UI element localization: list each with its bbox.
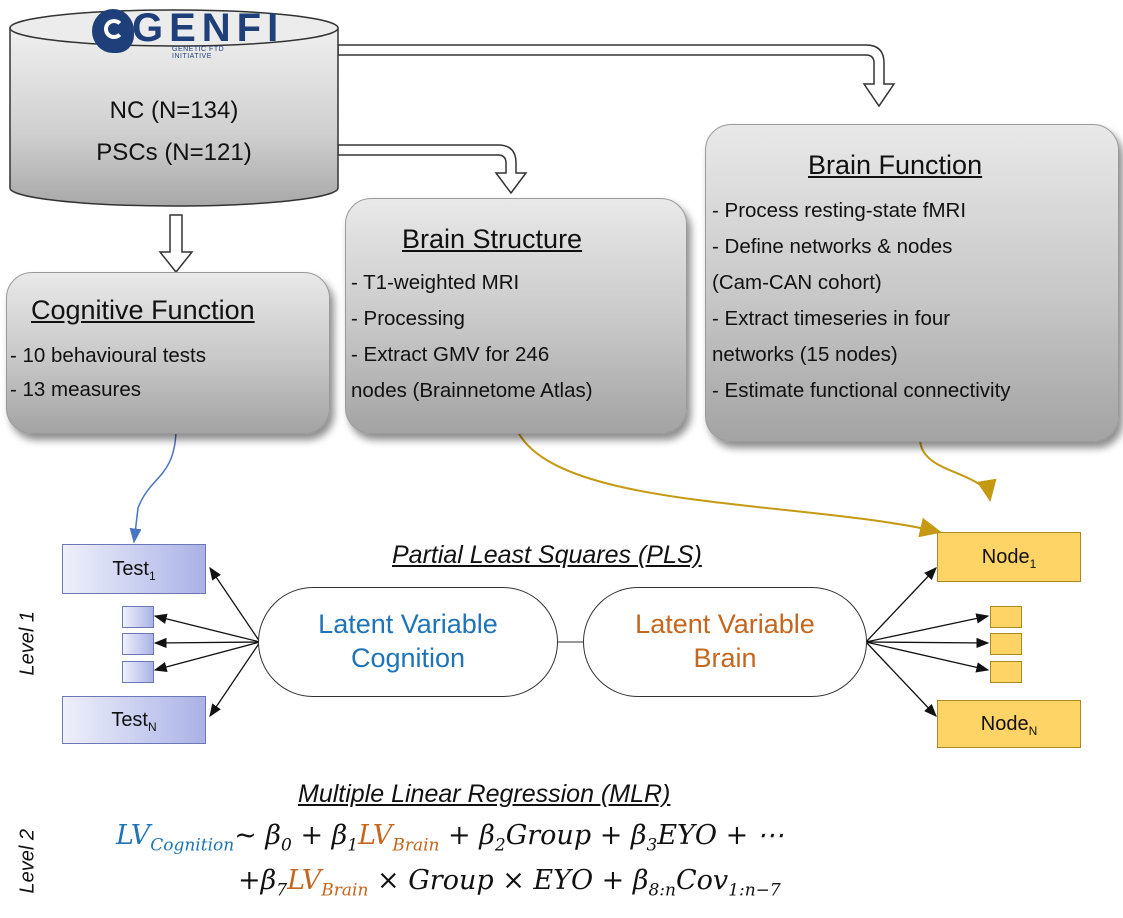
logo-name: GENFI xyxy=(132,6,285,50)
structure-line-2: - Processing xyxy=(351,307,465,330)
cohort-pscs: PSCs (N=121) xyxy=(96,139,252,166)
arrow-structure-to-node xyxy=(517,431,942,538)
lv-cognition-line-2: Cognition xyxy=(350,643,466,673)
structure-line-4: nodes (Brainnetome Atlas) xyxy=(351,379,593,402)
level-2-label: Level 2 xyxy=(16,829,39,894)
lv-cognition: Latent Variable Cognition xyxy=(258,587,558,697)
brain-structure-title: Brain Structure xyxy=(402,224,583,254)
fan-arrows-cognition xyxy=(153,566,261,718)
structure-line-1: - T1-weighted MRI xyxy=(351,271,520,294)
function-line-4: - Extract timeseries in four xyxy=(712,307,951,330)
arrow-db-to-structure xyxy=(337,144,528,195)
cognitive-function-box xyxy=(6,272,330,434)
equation-line-2: +β7LVBrain × Group × EYO + β8:nCov1:n−7 xyxy=(238,865,781,901)
function-line-3: (Cam-CAN cohort) xyxy=(712,271,882,294)
arrow-cognitive-to-test xyxy=(129,431,177,544)
function-line-5: networks (15 nodes) xyxy=(712,343,898,366)
function-line-6: - Estimate functional connectivity xyxy=(712,379,1011,402)
level-1-label: Level 1 xyxy=(16,611,39,676)
head-icon xyxy=(92,9,134,53)
brain-function-title: Brain Function xyxy=(808,150,983,180)
node-item-small xyxy=(990,633,1022,655)
lv-brain: Latent Variable Brain xyxy=(583,587,867,697)
cognitive-line-2: - 13 measures xyxy=(10,378,142,401)
function-line-1: - Process resting-state fMRI xyxy=(712,199,967,222)
lv-cognition-line-1: Latent Variable xyxy=(318,609,498,640)
cohort-nc: NC (N=134) xyxy=(109,97,239,124)
lv-brain-line-2: Brain xyxy=(693,643,757,673)
lv-brain-line-1: Latent Variable xyxy=(635,609,815,640)
genfi-logo: GENFI GENETIC FTD INITIATIVE xyxy=(88,6,278,60)
cognitive-function-title: Cognitive Function xyxy=(31,295,255,325)
test-item-small xyxy=(122,633,154,655)
database-cylinder xyxy=(9,9,339,207)
arrow-db-to-cognitive xyxy=(158,214,194,274)
fan-arrows-brain xyxy=(865,567,990,717)
arrow-function-to-node xyxy=(919,439,997,502)
logo-subtitle: GENETIC FTD INITIATIVE xyxy=(172,46,225,60)
function-line-2: - Define networks & nodes xyxy=(712,235,953,258)
test-item-small xyxy=(122,661,154,683)
brain-structure-box xyxy=(345,198,687,434)
arrow-db-to-function xyxy=(337,44,896,108)
structure-line-3: - Extract GMV for 246 xyxy=(351,343,550,366)
pls-title: Partial Least Squares (PLS) xyxy=(392,541,702,569)
brain-function-box xyxy=(705,124,1119,442)
test-item-small xyxy=(122,606,154,628)
equation-line-1: LVCognition~ β0 + β1LVBrain + β2Group + … xyxy=(116,820,784,856)
node-item-small xyxy=(990,606,1022,628)
node-item-small xyxy=(990,661,1022,683)
mlr-title: Multiple Linear Regression (MLR) xyxy=(298,780,671,808)
cognitive-line-1: - 10 behavioural tests xyxy=(10,344,207,367)
